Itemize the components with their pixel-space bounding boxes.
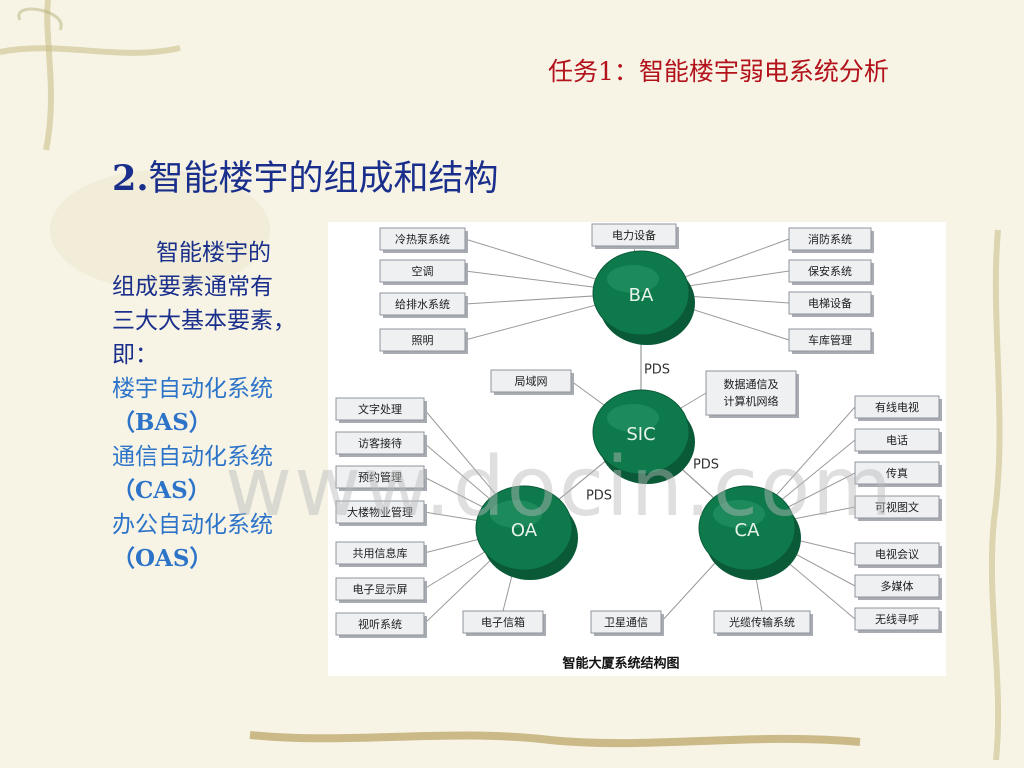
node-label: 局域网	[515, 375, 548, 388]
node-label: 电子信箱	[481, 615, 525, 629]
diagram-caption: 智能大厦系统结构图	[562, 656, 679, 672]
heading-number: 2.	[112, 158, 149, 199]
oas-abbr: （OAS）	[112, 542, 332, 576]
node-label: 文字处理	[358, 402, 402, 416]
system-node: 电视会议	[855, 543, 942, 568]
intro-line: 智能楼宇的	[112, 236, 332, 270]
node-label: 电子显示屏	[353, 583, 408, 596]
intro-line: 即：	[112, 338, 332, 372]
intro-line: 三大大基本要素，	[112, 304, 332, 338]
bas-name: 楼宇自动化系统	[112, 372, 332, 406]
system-node: 给排水系统	[380, 293, 468, 318]
node-label: 冷热泵系统	[395, 233, 450, 246]
system-node: 电力设备	[592, 224, 679, 249]
node-label-line: 计算机网络	[724, 394, 779, 408]
system-node: 文字处理	[336, 398, 427, 423]
hub-ba: BA	[593, 251, 695, 345]
node-label: 空调	[412, 264, 434, 278]
bas-abbr: （BAS）	[112, 406, 332, 440]
task-title: 任务1：智能楼宇弱电系统分析	[548, 52, 889, 88]
node-label: 给排水系统	[395, 297, 450, 311]
intro-line: 组成要素通常有	[112, 270, 332, 304]
node-label-line: 数据通信及	[724, 377, 779, 391]
system-node: 无线寻呼	[855, 608, 942, 633]
system-node: 照明	[380, 329, 468, 354]
node-label: 电梯设备	[808, 296, 852, 310]
system-node: 局域网	[491, 370, 574, 395]
main-heading: 2.智能楼宇的组成和结构	[112, 150, 499, 201]
system-node: 数据通信及计算机网络	[706, 371, 799, 418]
heading-text: 智能楼宇的组成和结构	[149, 159, 499, 199]
system-node: 电梯设备	[789, 292, 874, 317]
system-node: 保安系统	[789, 260, 874, 285]
watermark: www.docin.com	[225, 440, 894, 535]
node-label: 无线寻呼	[875, 612, 919, 626]
node-label: 视听系统	[358, 617, 402, 631]
system-node: 消防系统	[789, 228, 874, 253]
system-node: 冷热泵系统	[380, 228, 468, 253]
system-node: 电子显示屏	[336, 578, 427, 603]
node-label: 电视会议	[875, 547, 919, 561]
system-node: 多媒体	[855, 575, 942, 600]
pds-label-ba-sic: PDS	[644, 363, 670, 378]
node-label: 多媒体	[881, 579, 914, 593]
system-node: 共用信息库	[336, 542, 427, 567]
node-label: 有线电视	[875, 400, 919, 414]
node-label: 电力设备	[612, 228, 656, 242]
hub-label-ba: BA	[629, 285, 654, 306]
system-node: 空调	[380, 260, 468, 285]
system-node: 视听系统	[336, 613, 427, 638]
system-node: 光缆传输系统	[714, 611, 813, 636]
system-node: 卫星通信	[591, 611, 664, 636]
system-node: 有线电视	[855, 396, 942, 421]
node-label: 共用信息库	[353, 546, 408, 560]
node-label: 消防系统	[808, 232, 852, 246]
node-label: 照明	[412, 334, 434, 347]
node-label: 光缆传输系统	[729, 615, 795, 629]
system-node: 车库管理	[789, 329, 874, 354]
node-label: 保安系统	[808, 264, 852, 278]
system-node: 电子信箱	[463, 611, 546, 636]
node-label: 卫星通信	[604, 616, 648, 629]
node-label: 车库管理	[808, 333, 852, 347]
